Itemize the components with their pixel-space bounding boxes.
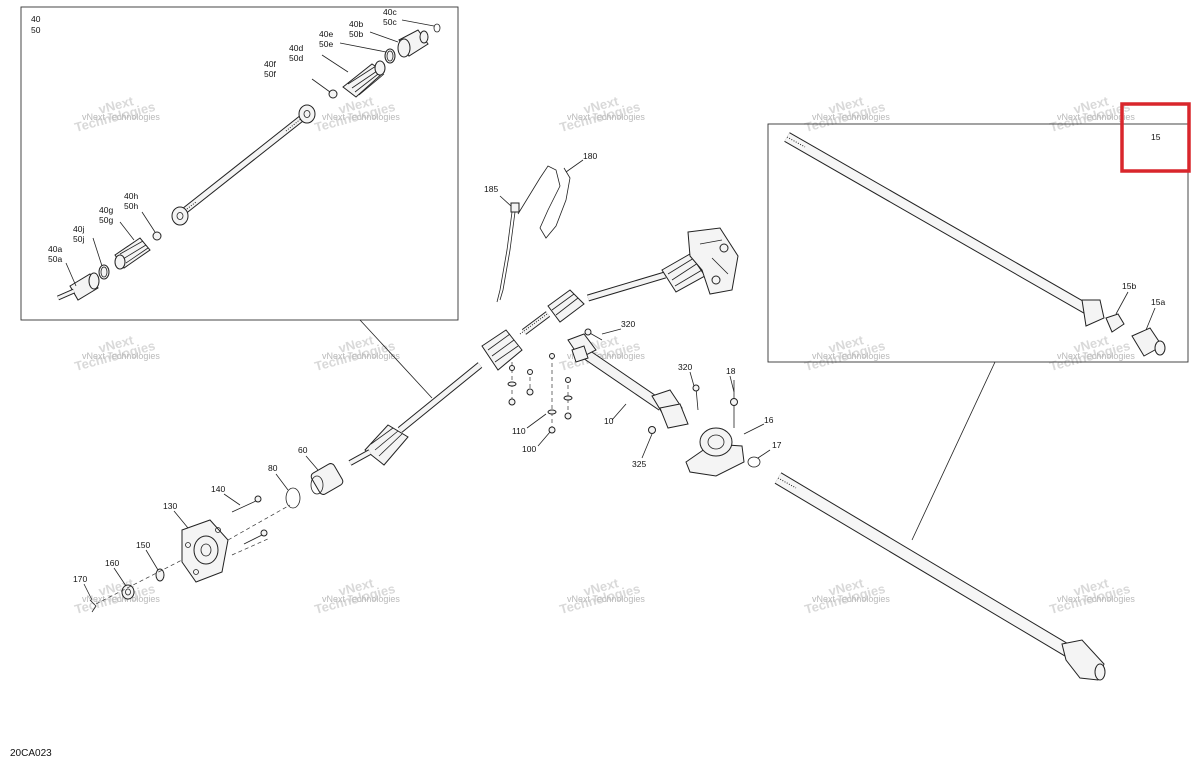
callout-130: 130 [163, 501, 177, 511]
callout-50j: 50j [73, 234, 84, 244]
inset-axle-shaft [171, 104, 316, 226]
rear-propshaft [774, 472, 1106, 681]
watermark-small: vNext Technologies [1057, 594, 1135, 604]
watermark-small: vNext Technologies [1057, 112, 1135, 122]
callout-100: 100 [522, 444, 536, 454]
inset-frame [20, 6, 459, 321]
callout-50h: 50h [124, 201, 138, 211]
callout-60: 60 [298, 445, 308, 455]
inset-leader-line [359, 319, 433, 399]
highlight-part-15[interactable]: 15 [1120, 102, 1191, 173]
callout-320-upper: 320 [621, 319, 635, 329]
callout-40c: 40c [383, 7, 397, 17]
watermark-small: vNext Technologies [322, 112, 400, 122]
callout-40j: 40j [73, 224, 84, 234]
watermark-small: vNext Technologies [82, 112, 160, 122]
callout-50f: 50f [264, 69, 276, 79]
inset-axle-detail: 40 50 [20, 6, 459, 321]
callout-40f: 40f [264, 59, 276, 69]
inset-upper-joint [311, 19, 441, 99]
callout-50c: 50c [383, 17, 397, 27]
callout-50: 50 [31, 25, 41, 35]
callout-40d: 40d [289, 43, 303, 53]
callout-80: 80 [268, 463, 278, 473]
callout-140: 140 [211, 484, 225, 494]
watermark-small: vNext Technologies [812, 594, 890, 604]
diagram-code: 20CA023 [10, 748, 52, 759]
watermark-small: vNext Technologies [567, 112, 645, 122]
inset-lower-joint [56, 211, 162, 301]
callout-50g: 50g [99, 215, 113, 225]
watermark-small: vNext Technologies [82, 594, 160, 604]
main-drive-axle [348, 227, 739, 466]
callout-17: 17 [772, 440, 782, 450]
wheel-hub: 140 130 [163, 484, 291, 583]
callout-40b: 40b [349, 19, 363, 29]
callout-40: 40 [31, 14, 41, 24]
callout-18: 18 [726, 366, 736, 376]
callout-15b: 15b [1122, 281, 1136, 291]
callout-170: 170 [73, 574, 87, 584]
callout-40e: 40e [319, 29, 333, 39]
watermark-small: vNext Technologies [812, 112, 890, 122]
watermark-small: vNext Technologies [82, 351, 160, 361]
watermark-small: vNext Technologies [322, 594, 400, 604]
highlight-box[interactable] [1120, 102, 1191, 173]
callout-50a: 50a [48, 254, 62, 264]
callout-40g: 40g [99, 205, 113, 215]
hub-hardware: 150 160 170 [73, 540, 183, 613]
brake-line: 185 180 [484, 151, 597, 303]
inset-propshaft-frame [767, 123, 1189, 363]
watermark-small: vNext Technologies [1057, 351, 1135, 361]
carrier-bearing: 18 16 17 [685, 366, 782, 477]
callout-320-lower: 320 [678, 362, 692, 372]
callout-50b: 50b [349, 29, 363, 39]
callout-50d: 50d [289, 53, 303, 63]
front-propshaft-10: 320 320 10 325 [567, 319, 700, 469]
callout-160: 160 [105, 558, 119, 568]
callout-40h: 40h [124, 191, 138, 201]
callout-15a: 15a [1151, 297, 1165, 307]
fastener-stacks: 110 100 [507, 353, 573, 454]
bearing-and-circlip: 80 60 [268, 445, 344, 509]
callout-325: 325 [632, 459, 646, 469]
callout-180: 180 [583, 151, 597, 161]
propshaft-leader-line [911, 361, 996, 541]
watermark-small: vNext Technologies [567, 594, 645, 604]
callout-16: 16 [764, 415, 774, 425]
callout-50e: 50e [319, 39, 333, 49]
callout-150: 150 [136, 540, 150, 550]
inset-propshaft-detail: 15b 15a [767, 123, 1189, 363]
callout-185: 185 [484, 184, 498, 194]
highlight-label: 15 [1151, 132, 1161, 142]
watermark-small: vNext Technologies [567, 351, 645, 361]
watermark-small: vNext Technologies [322, 351, 400, 361]
watermark-small: vNext Technologies [812, 351, 890, 361]
callout-110: 110 [512, 426, 526, 436]
callout-10: 10 [604, 416, 614, 426]
callout-40a: 40a [48, 244, 62, 254]
